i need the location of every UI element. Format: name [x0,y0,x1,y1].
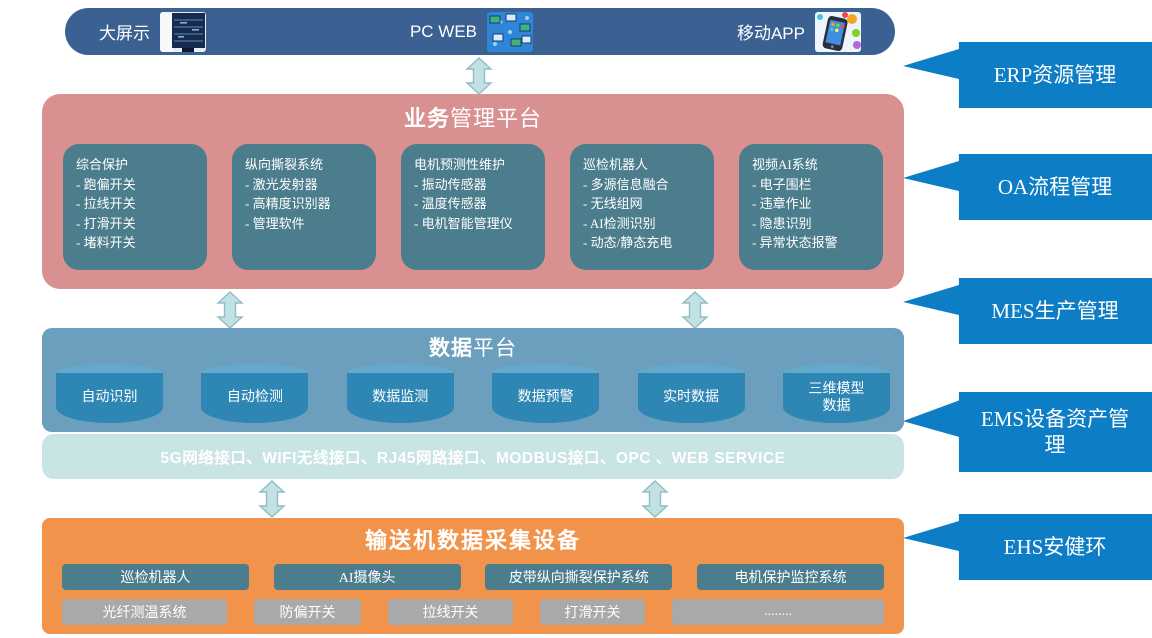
business-platform-title: 业务管理平台 [403,106,543,131]
callout-mes-label: MES生产管理 [991,298,1119,323]
module-comprehensive-protection: 综合保护 - 跑偏开关 - 拉线开关 - 打滑开关 - 堵料开关 [63,144,207,270]
module-item: - 异常状态报警 [752,235,838,250]
callout-oa-label: OA流程管理 [997,174,1113,199]
db-data-monitor: 数据监测 [346,364,454,426]
module-item: - 打滑开关 [76,215,136,231]
module-title: 巡检机器人 [583,157,649,172]
module-item: - 拉线开关 [76,196,136,211]
device-pull-cord-switch: 拉线开关 [388,599,513,625]
updown-arrow-device-right [641,480,669,518]
pc-web-image [487,11,534,52]
module-video-ai: 视频AI系统 - 电子围栏 - 违章作业 - 隐患识别 - 异常状态报警 [739,144,883,270]
mobile-app-label: 移动APP [736,24,805,43]
module-item: - 振动传感器 [414,176,487,192]
module-title: 视频AI系统 [752,157,818,172]
module-item: - 隐患识别 [752,215,812,231]
interface-bar-text: 5G网络接口、WIFI无线接口、RJ45网路接口、MODBUS接口、OPC 、W… [160,449,786,467]
callout-erp: ERP资源管理 [903,42,1152,108]
module-title: 纵向撕裂系统 [245,157,324,172]
module-item: - 电子围栏 [752,176,812,192]
callout-erp-label: ERP资源管理 [993,62,1117,87]
db-auto-identify: 自动识别 [56,364,163,426]
device-slip-switch: 打滑开关 [540,599,645,625]
callout-shape [903,514,1152,580]
database-cylinders: 自动识别 自动检测 数据监测 数据预警 实时数据 三维模型数据 [42,364,904,426]
callout-oa: OA流程管理 [903,154,1152,220]
callout-ehs-label: EHS安健环 [1003,534,1107,559]
db-auto-detect: 自动检测 [201,364,309,426]
updown-arrow-business-left [216,291,244,329]
device-more-ellipsis: ........ [672,599,884,625]
updown-arrow-business-right [681,291,709,329]
module-item: - 无线组网 [583,196,643,211]
module-item: - 高精度识别器 [245,196,331,211]
module-item: - 违章作业 [752,196,812,211]
module-item: - 多源信息融合 [583,176,669,192]
top-item-pc-web: PC WEB [409,11,534,52]
module-motor-predictive-maintenance: 电机预测性维护 - 振动传感器 - 温度传感器 - 电机智能管理仪 [401,144,545,270]
device-row-2: 光纤测温系统 防偏开关 拉线开关 打滑开关 ........ [42,599,904,625]
device-fiber-temperature: 光纤测温系统 [62,599,227,625]
db-realtime-data: 实时数据 [637,364,745,426]
top-item-big-screen: 大屏示 [99,11,206,52]
callout-shape [903,392,1152,472]
mobile-app-image [815,11,861,52]
device-ai-camera: AI摄像头 [273,564,461,590]
db-data-warning: 数据预警 [492,364,600,426]
business-platform-layer: 业务管理平台 综合保护 - 跑偏开关 - 拉线开关 - 打滑开关 - 堵料开关 … [42,94,904,289]
device-belt-tear-protection: 皮带纵向撕裂保护系统 [485,564,673,590]
module-title: 综合保护 [76,157,129,172]
callout-shape [903,42,1152,108]
module-item: - AI检测识别 [583,215,656,231]
device-inspection-robot: 巡检机器人 [62,564,249,590]
callout-ems: EMS设备资产管理 [903,392,1152,472]
module-item: - 跑偏开关 [76,176,136,192]
screen-wall-image [160,11,206,52]
interface-bar: 5G网络接口、WIFI无线接口、RJ45网路接口、MODBUS接口、OPC 、W… [42,434,904,479]
data-platform-layer: 数据平台 自动识别 自动检测 数据监测 数据预警 实时数据 [42,328,904,432]
business-modules: 综合保护 - 跑偏开关 - 拉线开关 - 打滑开关 - 堵料开关 纵向撕裂系统 … [42,144,904,270]
callout-shape [903,154,1152,220]
callout-mes: MES生产管理 [903,278,1152,344]
db-3d-model: 三维模型数据 [782,364,890,426]
top-item-mobile-app: 移动APP [736,11,861,52]
callout-ehs: EHS安健环 [903,514,1152,580]
callout-shape [903,278,1152,344]
data-platform-title: 数据平台 [429,336,517,360]
device-deviation-switch: 防偏开关 [254,599,361,625]
updown-arrow-top [465,57,493,95]
module-item: - 动态/静态充电 [583,235,673,250]
device-row-1: 巡检机器人 AI摄像头 皮带纵向撕裂保护系统 电机保护监控系统 [42,564,904,590]
device-motor-protection-monitor: 电机保护监控系统 [696,564,884,590]
device-acquisition-layer: 输送机数据采集设备 巡检机器人 AI摄像头 皮带纵向撕裂保护系统 电机保护监控系… [42,518,904,634]
presentation-bar: 大屏示 PC WEB [65,8,895,55]
callout-ems-label: EMS设备资产管理 [980,406,1130,457]
device-layer-title: 输送机数据采集设备 [364,528,581,553]
module-longitudinal-tear: 纵向撕裂系统 - 激光发射器 - 高精度识别器 - 管理软件 [232,144,376,270]
pc-web-label: PC WEB [409,21,478,41]
module-item: - 管理软件 [245,215,305,231]
module-item: - 电机智能管理仪 [414,215,513,231]
module-item: - 堵料开关 [76,235,136,250]
module-item: - 激光发射器 [245,176,318,192]
updown-arrow-device-left [258,480,286,518]
module-inspection-robot: 巡检机器人 - 多源信息融合 - 无线组网 - AI检测识别 - 动态/静态充电 [570,144,714,270]
module-title: 电机预测性维护 [414,157,506,172]
big-screen-label: 大屏示 [99,24,150,43]
module-item: - 温度传感器 [414,196,487,211]
